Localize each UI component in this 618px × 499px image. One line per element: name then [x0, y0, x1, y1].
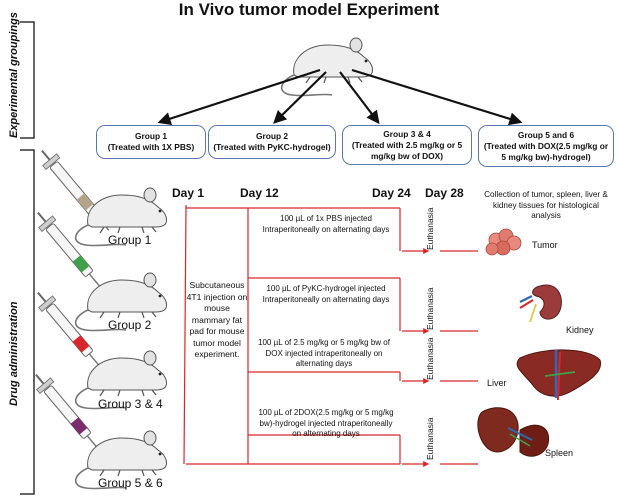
kidney-illustration [519, 284, 562, 323]
day-24-label: Day 24 [372, 186, 411, 200]
mouse-label-group-3-4: Group 3 & 4 [98, 397, 163, 411]
syringe-group-1 [34, 143, 117, 238]
treatment-group-5-6: 100 µL of 2DOX(2.5 mg/kg or 5 mg/kg bw)-… [258, 408, 394, 438]
groupings-label: Experimental groupings [8, 12, 20, 138]
mouse-label-group-5-6: Group 5 & 6 [98, 476, 163, 490]
euthanasia-arrows [402, 248, 430, 467]
group-box-subtitle: (Treated with PyKC-hydrogel) [213, 142, 331, 152]
group-box-title: Group 1 [134, 131, 168, 141]
group-box-5-6: Group 5 and 6(Treated with DOX(2.5 mg/kg… [478, 125, 614, 167]
group-box-1: Group 1(Treated with 1X PBS) [96, 125, 206, 159]
treatment-group-3-4: 100 µL of 2.5 mg/kg or 5 mg/kg bw of DOX… [258, 338, 390, 368]
page-title: In Vivo tumor model Experiment [178, 0, 440, 19]
mouse-label-group-1: Group 1 [108, 233, 152, 247]
syringe-group-3-4 [30, 285, 113, 380]
timelines [183, 204, 401, 465]
treatment-group-2: 100 µL of PyKC-hydrogel injected Intrape… [262, 284, 390, 304]
day-1-label: Day 1 [172, 186, 205, 200]
day-12-label: Day 12 [240, 186, 279, 200]
group-box-2: Group 2(Treated with PyKC-hydrogel) [208, 125, 336, 159]
euthanasia-label-4: Euthanasia [425, 417, 435, 460]
liver-illustration [516, 349, 602, 401]
syringe-group-5-6 [28, 367, 111, 462]
group-box-3-4: Group 3 & 4(Treated with 2.5 mg/kg or 5 … [342, 125, 472, 165]
group-box-subtitle: (Treated with 1X PBS) [107, 142, 195, 152]
grouping-arrows [157, 68, 523, 126]
spleen-illustration [477, 407, 550, 457]
collection-note: Collection of tumor, spleen, liver & kid… [484, 190, 608, 220]
tumor-label: Tumor [532, 240, 558, 250]
administration-label: Drug administration [8, 301, 20, 406]
group-box-title: Group 2 [255, 131, 289, 141]
liver-label: Liver [487, 378, 507, 388]
day-28-label: Day 28 [425, 186, 464, 200]
group-box-subtitle: (Treated with DOX(2.5 mg/kg or 5 mg/kg b… [483, 140, 609, 162]
treatment-group-1: 100 µL of 1x PBS injected Intraperitonea… [262, 214, 390, 234]
euthanasia-label-1: Euthanasia [425, 207, 435, 250]
collection-lines [440, 250, 478, 465]
top-mouse [280, 37, 374, 97]
euthanasia-label-3: Euthanasia [425, 337, 435, 380]
tumor-illustration [485, 228, 522, 256]
administration-bracket [20, 149, 35, 495]
mouse-label-group-2: Group 2 [108, 318, 152, 332]
groupings-bracket [20, 21, 35, 139]
group-box-title: Group 5 and 6 [517, 129, 575, 140]
syringe-group-2 [30, 205, 113, 300]
spleen-label: Spleen [545, 448, 574, 458]
injection-note: Subcutaneous 4T1 injection on mouse mamm… [186, 280, 248, 359]
euthanasia-label-2: Euthanasia [425, 287, 435, 330]
group-box-title: Group 3 & 4 [383, 128, 431, 139]
kidney-label: Kidney [566, 325, 594, 335]
group-box-subtitle: (Treated with 2.5 mg/kg or 5 mg/kg bw of… [351, 139, 463, 161]
